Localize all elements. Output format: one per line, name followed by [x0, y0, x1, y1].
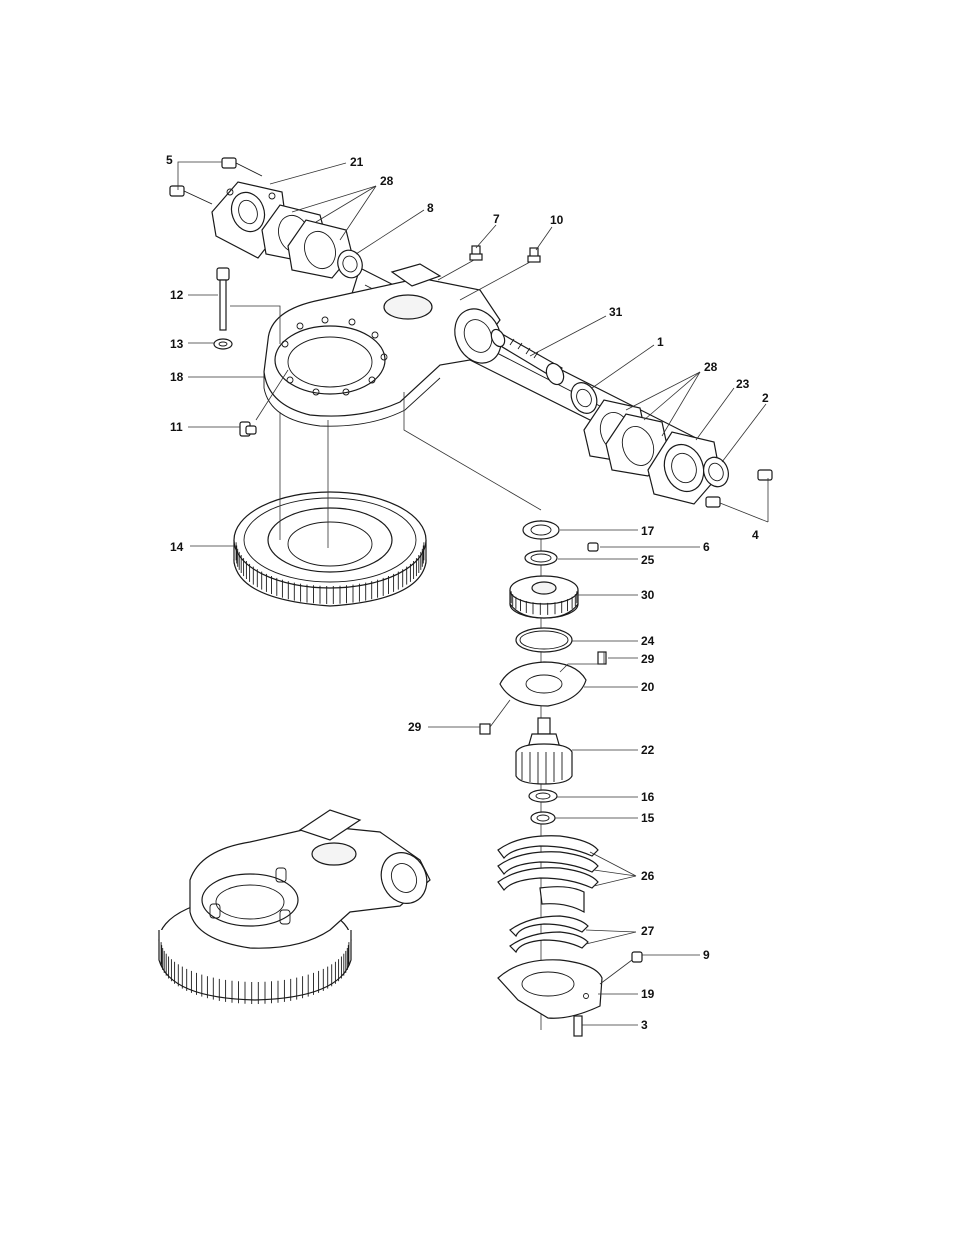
- callout-28-right: 28: [704, 360, 718, 374]
- callout-16: 16: [641, 790, 655, 804]
- ring-gear-14: [234, 492, 426, 606]
- fitting-11: [240, 422, 256, 436]
- callout-7: 7: [493, 212, 500, 226]
- shims-26: [498, 836, 598, 912]
- callout-29-right: 29: [641, 652, 655, 666]
- callout-21: 21: [350, 155, 364, 169]
- assembled-view: [159, 810, 435, 1004]
- callout-1: 1: [657, 335, 664, 349]
- callout-10: 10: [550, 213, 564, 227]
- callout-13: 13: [170, 337, 184, 351]
- callout-30: 30: [641, 588, 655, 602]
- callout-4: 4: [752, 528, 759, 542]
- callout-27: 27: [641, 924, 655, 938]
- screw-29-top: [598, 652, 606, 664]
- pinion-22: [516, 718, 572, 784]
- screw-29-left: [480, 724, 490, 734]
- ring-24: [516, 628, 572, 652]
- callout-28-left: 28: [380, 174, 394, 188]
- bearing-15: [531, 812, 555, 824]
- callout-12: 12: [170, 288, 184, 302]
- fitting-9: [632, 952, 642, 962]
- gear-30: [510, 576, 578, 618]
- callout-25: 25: [641, 553, 655, 567]
- callout-18: 18: [170, 370, 184, 384]
- callout-26: 26: [641, 869, 655, 883]
- callout-23: 23: [736, 377, 750, 391]
- swing-housing-18: [264, 264, 510, 426]
- callout-22: 22: [641, 743, 655, 757]
- seal-16: [529, 790, 557, 802]
- callout-29-left: 29: [408, 720, 422, 734]
- callout-31: 31: [609, 305, 623, 319]
- callout-19: 19: [641, 987, 655, 1001]
- fitting-7: [470, 246, 482, 260]
- screw-3: [574, 1016, 582, 1036]
- callout-24: 24: [641, 634, 655, 648]
- seal-17: [523, 521, 559, 539]
- callout-6: 6: [703, 540, 710, 554]
- ring-25: [525, 551, 557, 565]
- callout-8: 8: [427, 201, 434, 215]
- housing-19: [498, 960, 602, 1018]
- callout-9: 9: [703, 948, 710, 962]
- callout-15: 15: [641, 811, 655, 825]
- callout-17: 17: [641, 524, 655, 538]
- callout-3: 3: [641, 1018, 648, 1032]
- callout-20: 20: [641, 680, 655, 694]
- plate-20: [500, 662, 586, 706]
- plug-6: [588, 543, 598, 551]
- shims-27: [510, 916, 588, 952]
- washer-13: [214, 339, 232, 349]
- bolt-12: [217, 268, 229, 330]
- callout-5: 5: [166, 153, 173, 167]
- callout-11: 11: [170, 420, 183, 434]
- callout-14: 14: [170, 540, 184, 554]
- fitting-10: [528, 248, 540, 262]
- callout-2: 2: [762, 391, 769, 405]
